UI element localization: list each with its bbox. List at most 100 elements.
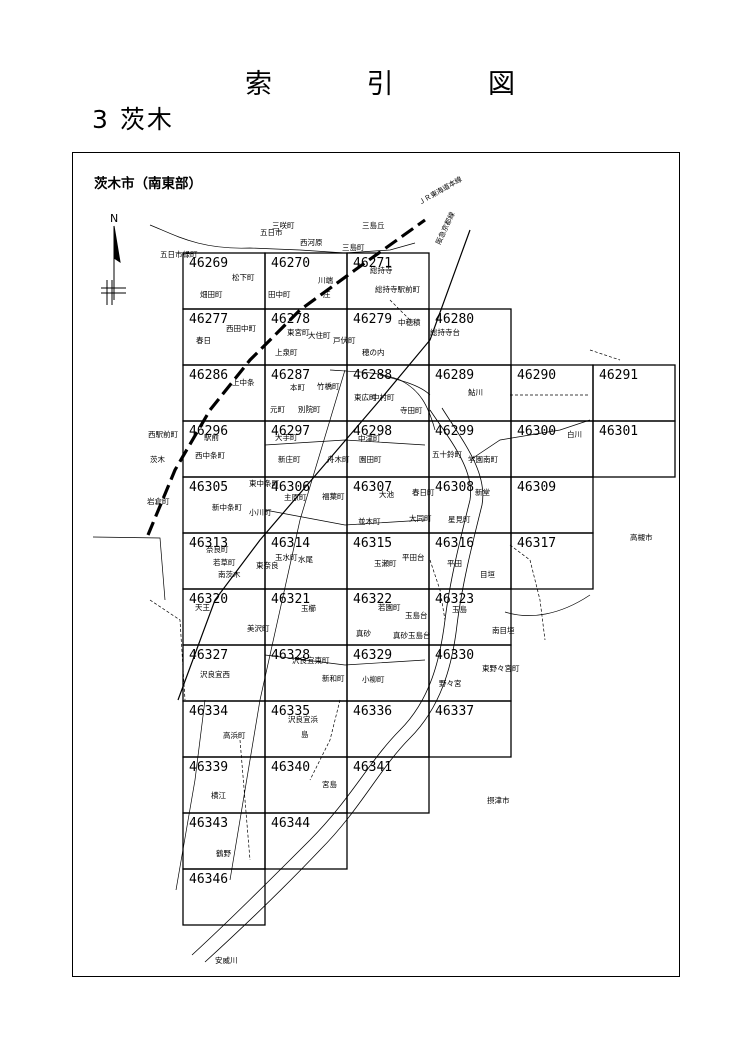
grid-cell-number: 46315 (353, 536, 392, 551)
grid-cell-number: 46339 (189, 760, 228, 775)
grid-cell-number: 46335 (271, 704, 310, 719)
place-label: 総持寺 (370, 265, 393, 275)
place-label: 摂津市 (487, 795, 510, 805)
place-label: 本町 (290, 382, 305, 392)
place-label: 上泉町 (275, 347, 298, 357)
grid-cell-number: 46289 (435, 368, 474, 383)
title-char-2: 引 (366, 69, 394, 100)
place-label: 安威川 (215, 955, 238, 965)
place-label: 南茨木 (218, 569, 241, 579)
north-label: N (110, 212, 118, 225)
place-label: 白川 (567, 429, 582, 439)
place-label: 田中町 (268, 289, 291, 299)
place-label: 福葉町 (322, 491, 345, 501)
place-label: 五十鈴町 (432, 449, 462, 459)
place-label: 大手町 (275, 432, 298, 442)
hankyu-line-label: 阪急京都線 (434, 210, 457, 246)
place-label: 若園町 (378, 602, 401, 612)
place-label: 総持寺駅前町 (375, 284, 420, 294)
place-label: 高槻市 (630, 532, 653, 542)
grid-cell-number: 46301 (599, 424, 638, 439)
place-label: 平田 (447, 559, 462, 568)
place-label: 奈良町 (206, 544, 229, 554)
place-labels: 五日市三咲町西河原三島丘三島町五日市緑町松下町畑田町川端総持寺総持寺駅前町田中町… (147, 220, 653, 965)
place-label: 学園南町 (468, 454, 498, 464)
grid-cell-number: 46322 (353, 592, 392, 607)
place-label: 東広町 (354, 392, 377, 402)
grid-cell-number: 46314 (271, 536, 310, 551)
place-label: 鮎川 (468, 387, 483, 397)
grid-cell-number: 46287 (271, 368, 310, 383)
grid-cell-number: 46296 (189, 424, 228, 439)
place-label: 新堂 (475, 487, 490, 497)
grid-cell-number: 46288 (353, 368, 392, 383)
place-label: 中穂積 (398, 317, 421, 327)
place-label: 寺田町 (400, 406, 423, 415)
place-label: 東中条町 (249, 478, 279, 488)
place-label: 竹橋町 (317, 381, 340, 391)
place-label: 三島町 (342, 242, 365, 252)
grid-cell-number: 46321 (271, 592, 310, 607)
place-label: 平田台 (402, 552, 425, 562)
place-label: 主原町 (284, 492, 307, 502)
place-label: 沢良宜浜 (288, 714, 318, 724)
grid-cell (182, 868, 266, 926)
grid-cell-number: 46291 (599, 368, 638, 383)
place-label: 沢良宜東町 (292, 655, 330, 665)
place-label: 穂の内 (362, 347, 385, 357)
place-label: 西中条町 (195, 450, 225, 460)
place-label: 目垣 (480, 569, 495, 579)
grid-cell-number: 46269 (189, 256, 228, 271)
place-label: 若草町 (213, 557, 236, 567)
grid-cell-number: 46323 (435, 592, 474, 607)
place-label: 大池 (379, 489, 394, 499)
place-label: 美沢町 (247, 623, 270, 633)
grid-cell-number: 46279 (353, 312, 392, 327)
grid-cell-number: 46343 (189, 816, 228, 831)
grid-cell-number: 46270 (271, 256, 310, 271)
grid-cell-number: 46344 (271, 816, 310, 831)
place-label: 天王 (195, 603, 210, 612)
grid-cell-number: 46286 (189, 368, 228, 383)
place-label: 元町 (270, 405, 285, 414)
place-label: 横江 (211, 790, 226, 800)
grid-cell-number: 46305 (189, 480, 228, 495)
grid-cell-number: 46308 (435, 480, 474, 495)
grid-cell-number: 46306 (271, 480, 310, 495)
place-label: 沢良宜西 (200, 669, 230, 679)
place-label: 庄 (323, 289, 331, 299)
place-label: 舟木町 (327, 454, 350, 464)
place-label: 園田町 (359, 455, 382, 464)
place-label: 新庄町 (278, 454, 301, 464)
title-char-1: 索 (245, 69, 272, 100)
place-label: 松下町 (232, 272, 255, 282)
place-label: 宮島 (322, 779, 337, 789)
grid-cell-number: 46320 (189, 592, 228, 607)
grid-cell-number: 46346 (189, 872, 228, 887)
place-label: 大同町 (409, 513, 432, 523)
grid-cell-number: 46309 (517, 480, 556, 495)
place-label: 総持寺台 (430, 327, 460, 337)
map-heading: 茨木市（南東部） (94, 176, 202, 192)
place-label: 玉水町 (275, 552, 298, 562)
place-label: 東野々宮町 (482, 663, 520, 673)
place-label: 南目垣 (492, 625, 515, 635)
place-label: 五日市 (260, 227, 283, 237)
grid-cell-number: 46341 (353, 760, 392, 775)
place-label: 西田中町 (226, 323, 256, 333)
place-label: 中村町 (372, 392, 395, 402)
map-roads (92, 224, 621, 861)
grid-cell-number: 46334 (189, 704, 228, 719)
grid-cell-number: 46298 (353, 424, 392, 439)
grid-cell-number: 46300 (517, 424, 556, 439)
place-label: 川端 (318, 275, 333, 285)
place-label: 水尾 (298, 554, 313, 564)
grid-cell (264, 812, 348, 870)
grid-cell (346, 756, 430, 814)
place-label: 春日 (196, 335, 211, 345)
place-label: 駅前 (204, 432, 219, 442)
grid-cell-number: 46290 (517, 368, 556, 383)
road-west (175, 699, 206, 891)
grid-cell-number: 46337 (435, 704, 474, 719)
